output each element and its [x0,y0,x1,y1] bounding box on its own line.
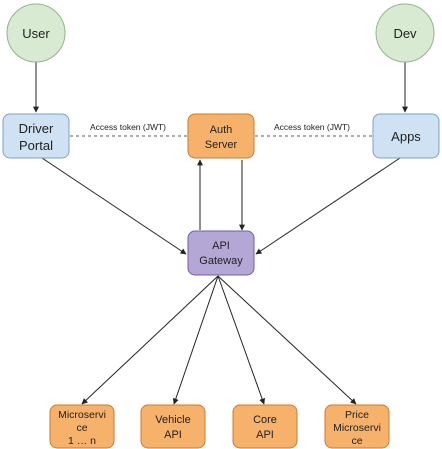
edge-label-auth-apps: Access token (JWT) [274,122,350,132]
node-auth-server: Auth Server [187,113,255,159]
node-price-microservice-label-line-1: Price [345,409,369,421]
edge-portal-to-gateway [41,157,187,255]
node-microservice-label-line-1: Microservi [58,409,106,421]
node-api-gateway: API Gateway [187,230,255,276]
node-auth-server-label-line-1: Auth [210,124,233,136]
node-auth-server-shape [187,113,255,159]
node-user-shape [6,3,66,63]
node-microservice-label-line-3: 1 … n [68,435,96,447]
node-apps-label: Apps [391,129,421,144]
edge-gateway-to-vehicle-api [172,275,219,405]
node-auth-server-label-line-2: Server [205,139,238,151]
node-dev-label: Dev [393,26,417,41]
node-microservice: Microservi ce 1 … n [49,404,115,449]
node-driver-portal-label-line-2: Portal [19,138,53,153]
node-apps-shape [372,113,440,159]
edge-label-portal-auth: Access token (JWT) [90,122,166,132]
node-core-api-label-line-1: Core [253,414,277,426]
node-price-microservice-shape [324,404,390,449]
node-core-api: Core API [232,404,298,449]
node-driver-portal-label-line-1: Driver [19,121,54,136]
edges [33,62,408,405]
node-vehicle-api-label-line-1: Vehicle [155,414,190,426]
node-price-microservice-label-line-2: Microservi [333,422,381,434]
node-vehicle-api-label-line-2: API [164,429,182,441]
node-user-label: User [22,26,50,41]
node-dev: Dev [375,3,435,63]
node-core-api-label-line-2: API [256,429,274,441]
node-price-microservice-label-line-3: ce [351,435,362,447]
node-dev-shape [375,3,435,63]
node-microservice-label-line-2: ce [76,422,87,434]
node-user: User [6,3,66,63]
node-vehicle-api-shape [140,404,206,449]
edge-gateway-to-core-api [217,275,265,405]
node-vehicle-api: Vehicle API [140,404,206,449]
node-api-gateway-label-line-1: API [212,240,230,252]
node-microservice-shape [49,404,115,449]
edge-gateway-to-microservice [81,275,219,405]
node-apps: Apps [372,113,440,159]
node-core-api-shape [232,404,298,449]
node-api-gateway-label-line-2: Gateway [199,255,243,267]
node-price-microservice: Price Microservi ce [324,404,390,449]
node-api-gateway-shape [187,230,255,276]
node-driver-portal-shape [2,113,70,159]
node-driver-portal: Driver Portal [2,113,70,159]
edge-gateway-to-price-microservice [217,275,357,405]
edge-apps-to-gateway [255,157,401,255]
